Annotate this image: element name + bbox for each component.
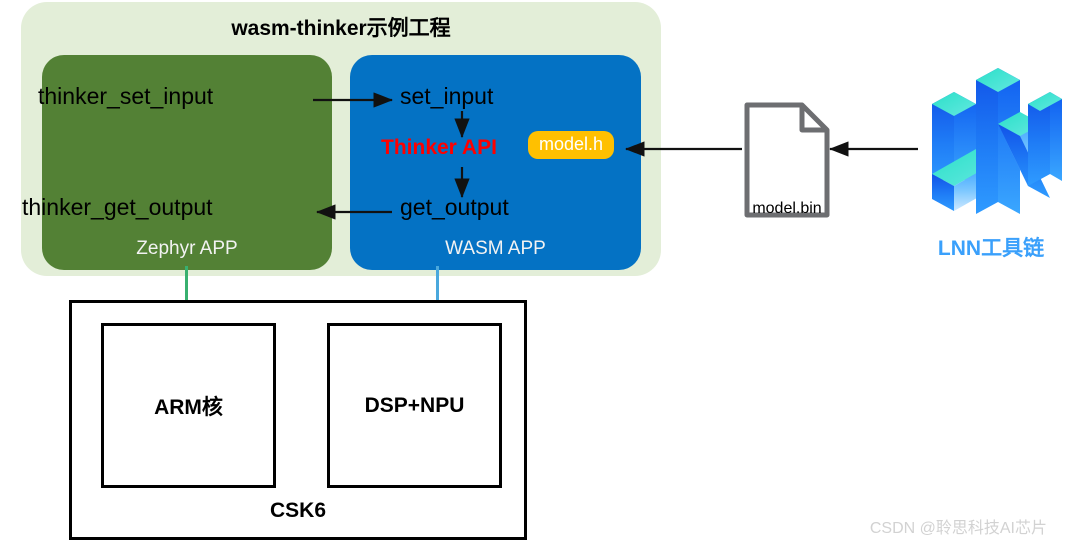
lnn-toolchain-label: LNN工具链 (937, 237, 1045, 260)
dsp-npu-label: DSP+NPU (364, 393, 465, 417)
model-bin-file (742, 100, 832, 220)
arm-core-label: ARM核 (154, 395, 223, 419)
thinker-api-label: Thinker API (381, 136, 497, 159)
lnn-logo (920, 62, 1062, 222)
thinker-get-output-label: thinker_get_output (22, 194, 213, 220)
wasm-to-dsp-connector (436, 266, 439, 328)
model-bin-label: model.bin (752, 200, 822, 217)
project-title: wasm-thinker示例工程 (231, 17, 451, 40)
thinker-set-input-label: thinker_set_input (38, 83, 214, 109)
watermark: CSDN @聆思科技AI芯片 (869, 520, 1047, 537)
zephyr-to-arm-connector (185, 266, 188, 328)
wasm-app-label: WASM APP (445, 238, 546, 259)
zephyr-app-box: Zephyr APP (42, 55, 332, 270)
model-h-badge: model.h (528, 131, 615, 159)
zephyr-app-label: Zephyr APP (136, 238, 238, 259)
lnn-logo-icon (932, 68, 1062, 214)
wasm-app-box: WASM APP (350, 55, 641, 270)
csk6-chip-box: ARM核 DSP+NPU CSK6 (69, 300, 527, 540)
arm-core-box: ARM核 (101, 323, 276, 488)
file-icon (744, 102, 830, 218)
csk6-label: CSK6 (269, 499, 327, 522)
dsp-npu-box: DSP+NPU (327, 323, 502, 488)
set-input-label: set_input (400, 83, 494, 109)
get-output-label: get_output (400, 194, 509, 220)
